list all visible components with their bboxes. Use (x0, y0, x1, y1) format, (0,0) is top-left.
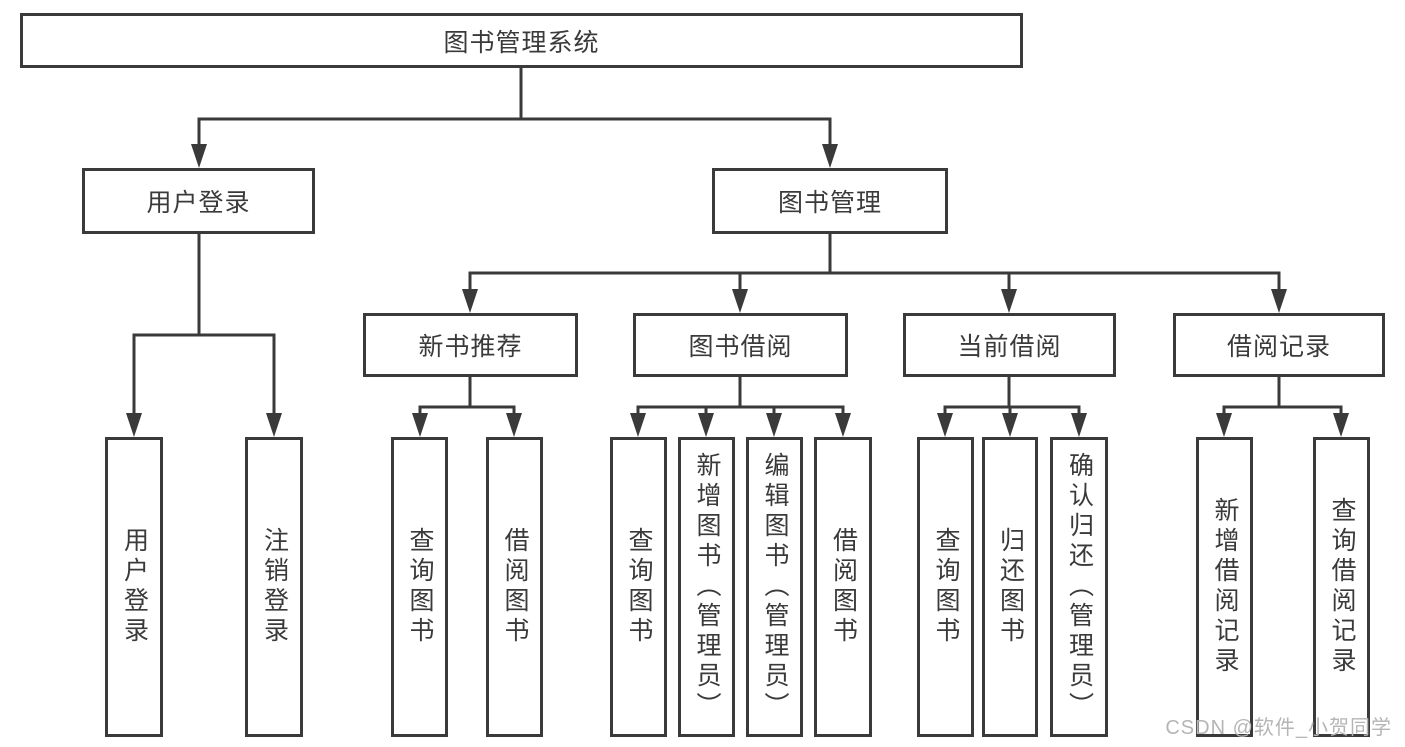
node-leaf-query-books-recommend: 查询图书 (391, 437, 448, 737)
node-new-book-recommend: 新书推荐 (363, 313, 578, 377)
node-leaf-borrow-books-recommend: 借阅图书 (486, 437, 543, 737)
node-book-management: 图书管理 (712, 168, 948, 234)
node-leaf-query-borrow-record: 查询借阅记录 (1313, 437, 1370, 737)
node-user-login: 用户登录 (82, 168, 315, 234)
node-leaf-user-login: 用户登录 (105, 437, 163, 737)
node-leaf-confirm-return-admin: 确认归还（管理员） (1050, 437, 1108, 737)
node-book-borrowing: 图书借阅 (633, 313, 848, 377)
node-leaf-edit-book-admin: 编辑图书（管理员） (746, 437, 803, 737)
node-library-system: 图书管理系统 (20, 13, 1023, 68)
node-current-borrowing: 当前借阅 (903, 313, 1116, 377)
node-leaf-logout: 注销登录 (245, 437, 303, 737)
node-borrowing-records: 借阅记录 (1173, 313, 1385, 377)
node-leaf-borrow-books: 借阅图书 (814, 437, 872, 737)
csdn-watermark: CSDN @软件_小贺同学 (1165, 717, 1392, 739)
node-leaf-return-book: 归还图书 (982, 437, 1038, 737)
node-leaf-query-books-current: 查询图书 (917, 437, 974, 737)
node-leaf-add-borrow-record: 新增借阅记录 (1196, 437, 1253, 737)
node-leaf-add-book-admin: 新增图书（管理员） (678, 437, 735, 737)
node-leaf-query-books-borrow: 查询图书 (610, 437, 667, 737)
